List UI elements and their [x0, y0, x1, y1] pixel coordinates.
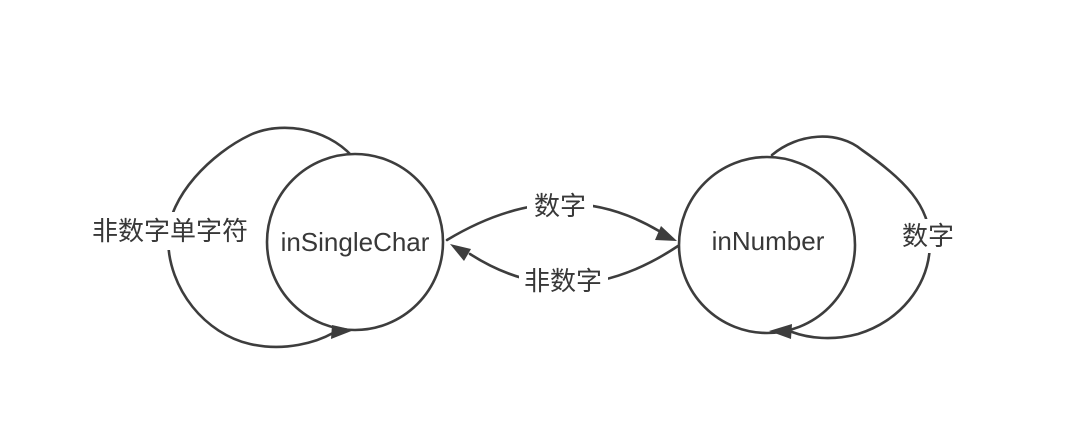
arrowhead-self-loop-inNumber [769, 324, 792, 339]
state-label-inSingleChar: inSingleChar [281, 227, 430, 257]
state-label-inNumber: inNumber [712, 226, 825, 256]
state-circle-inSingleChar [265, 152, 445, 332]
transition-label-nondigit: 非数字 [524, 266, 602, 296]
label-bg-top-transition [527, 190, 593, 222]
label-bg-bottom-transition [519, 264, 608, 298]
transition-label-digit: 数字 [534, 191, 586, 221]
state-circle-inNumber [677, 155, 857, 335]
self-loop-label-inSingleChar: 非数字单字符 [92, 216, 248, 246]
arrowhead-self-loop-inSingleChar [331, 325, 354, 339]
arrowhead-to-inSingleChar [450, 244, 471, 261]
self-loop-label-inNumber: 数字 [902, 221, 954, 251]
arrowhead-to-inNumber [655, 226, 677, 241]
label-bg-right-loop [897, 219, 960, 253]
label-bg-left-loop [86, 212, 254, 250]
